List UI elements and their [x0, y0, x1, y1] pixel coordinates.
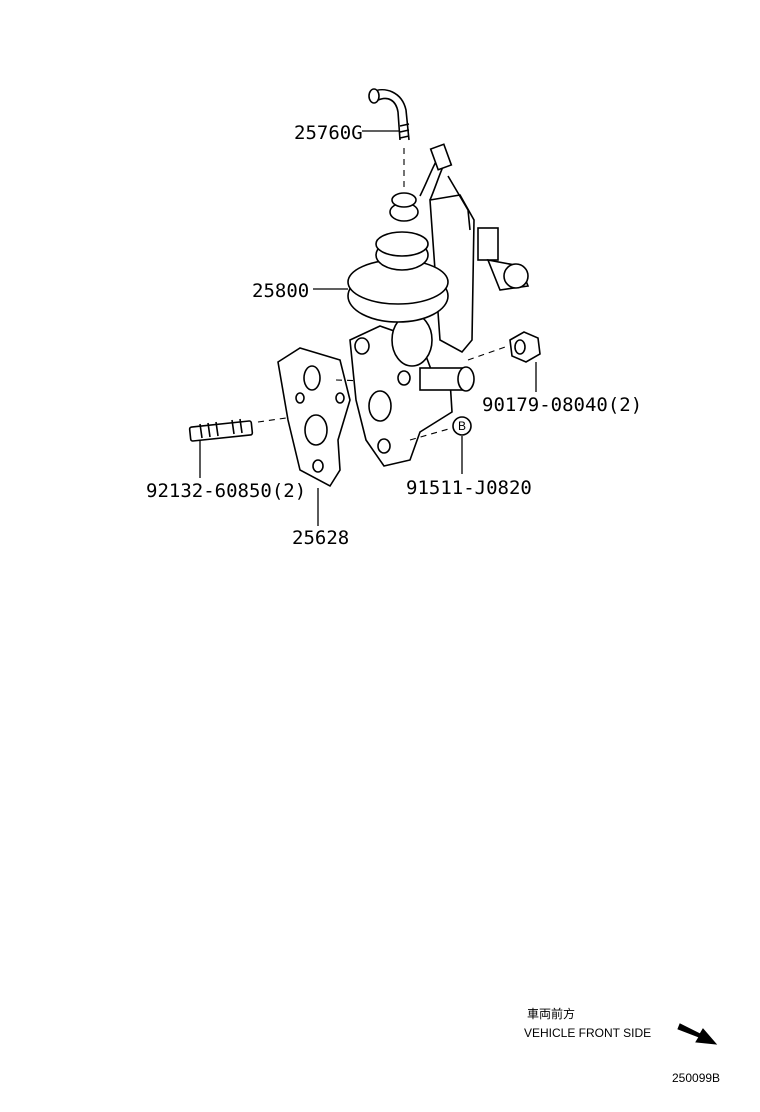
diagram-code: 250099B: [672, 1071, 720, 1085]
nut-drawing: [509, 331, 541, 363]
part-number-nut: 90179-08040(2): [482, 394, 642, 416]
front-direction-arrow-icon: [677, 1023, 718, 1045]
egr-valve-drawing: [347, 143, 530, 467]
vacuum-hose-drawing: [368, 88, 410, 141]
clip-b-symbol: B: [458, 419, 466, 433]
part-number-clip: 91511-J0820: [406, 477, 532, 499]
gasket-drawing: [277, 347, 351, 488]
part-number-egr-valve: 25800: [252, 280, 309, 302]
clip-dash-line: [409, 427, 453, 441]
stud-bolt-drawing: [188, 418, 254, 442]
nut-dash-line: [467, 345, 509, 361]
front-side-label-jp: 車両前方: [527, 1006, 575, 1021]
part-number-stud-bolt: 92132-60850(2): [146, 480, 306, 502]
clip-b-drawing: [452, 416, 472, 436]
front-side-label-en: VEHICLE FRONT SIDE: [524, 1026, 651, 1040]
part-number-hose: 25760G: [294, 122, 363, 144]
part-number-gasket: 25628: [292, 527, 349, 549]
